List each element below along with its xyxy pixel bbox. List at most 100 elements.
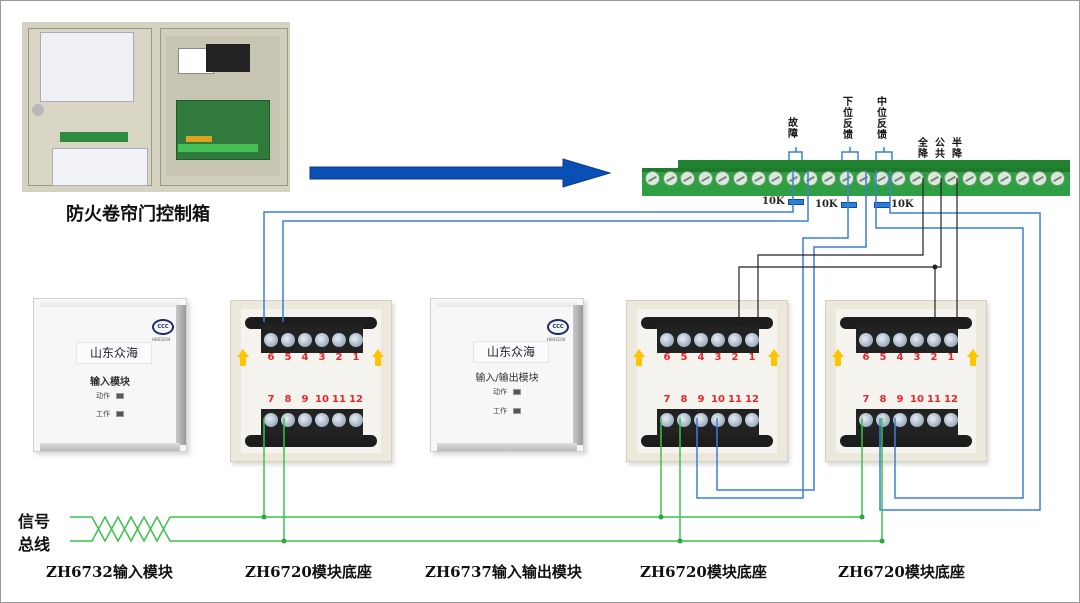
terminal-screw-icon — [660, 333, 674, 347]
bottom-terminal-block — [657, 409, 759, 437]
bevel — [437, 299, 577, 307]
pcb-relays — [186, 136, 212, 142]
label-char: 共 — [935, 149, 945, 160]
terminal-screw-icon — [750, 171, 766, 186]
black-wires — [738, 178, 958, 322]
terminal-number: 10 — [315, 394, 329, 405]
bus-label-line1: 信号 — [18, 512, 51, 531]
terminal-number: 12 — [349, 394, 363, 405]
terminal-screw-icon — [927, 413, 941, 427]
label-char: 反 — [843, 119, 853, 130]
bottom-terminal-block — [856, 409, 958, 437]
terminal-screw-icon — [332, 333, 346, 347]
terminal-screw-icon — [660, 413, 674, 427]
terminal-number: 4 — [896, 352, 904, 363]
resistor-label-middle: 10K — [891, 199, 914, 210]
terminal-number: 3 — [913, 352, 921, 363]
terminal-screw-icon — [677, 333, 691, 347]
brand-plate: 山东众海 — [473, 341, 549, 363]
control-box-caption: 防火卷帘门控制箱 — [66, 204, 210, 225]
label-middle-feedback: 中 位 反 馈 — [876, 97, 888, 141]
led-action-icon — [513, 389, 521, 395]
ccc-code: H003104 — [547, 337, 566, 342]
top-terminal-block — [261, 325, 363, 353]
led-action-icon — [116, 393, 124, 399]
base-bar-bottom — [840, 435, 972, 447]
label-char: 位 — [877, 108, 887, 119]
junction-dot — [859, 514, 865, 520]
terminal-number: 8 — [284, 394, 292, 405]
terminal-number: 8 — [879, 394, 887, 405]
terminal-number: 2 — [731, 352, 739, 363]
label-char: 降 — [952, 149, 962, 160]
bus-line-b — [70, 515, 882, 543]
terminal-number: 2 — [335, 352, 343, 363]
led-work-label: 工作 — [96, 410, 110, 418]
led-action-row: 动作 — [431, 387, 583, 397]
label-char: 馈 — [877, 130, 887, 141]
terminal-number: 7 — [663, 394, 671, 405]
bracket-fault — [788, 151, 803, 160]
label-char: 下 — [843, 97, 853, 108]
terminal-number: 1 — [352, 352, 360, 363]
terminal-screw-icon — [332, 413, 346, 427]
terminal-number: 6 — [663, 352, 671, 363]
arrow-stem — [771, 357, 777, 366]
terminal-screw-icon — [893, 333, 907, 347]
terminal-screw-icon — [728, 413, 742, 427]
bus-junctions — [261, 514, 885, 544]
contactor — [206, 44, 250, 72]
terminal-screw-icon — [893, 413, 907, 427]
ccc-mark-icon: CCC — [547, 319, 569, 335]
top-terminal-block — [856, 325, 958, 353]
arrow-head — [237, 349, 249, 357]
brand-plate: 山东众海 — [76, 342, 152, 364]
terminal-number: 11 — [927, 394, 941, 405]
label-char: 馈 — [843, 130, 853, 141]
bevel — [40, 299, 180, 307]
terminal-screw-icon — [891, 171, 907, 186]
terminal-screw-icon — [859, 333, 873, 347]
junction-dot — [932, 264, 938, 270]
label-char: 全 — [918, 138, 928, 149]
door-lock-icon — [32, 104, 44, 116]
caption-base-2: ZH6720模块底座 — [640, 563, 767, 581]
led-work-row: 工作 — [431, 406, 583, 416]
terminal-screw-icon — [745, 333, 759, 347]
door-display-board — [60, 132, 128, 142]
terminal-screw-icon — [680, 171, 696, 186]
terminal-number: 11 — [332, 394, 346, 405]
caption-input-module: ZH6732输入模块 — [46, 563, 173, 581]
terminal-number: 12 — [745, 394, 759, 405]
top-terminal-block — [657, 325, 759, 353]
terminal-screw-icon — [298, 413, 312, 427]
terminal-screw-icon — [733, 171, 748, 186]
door-wiring-sheet — [40, 32, 134, 102]
label-char: 公 — [935, 138, 945, 149]
label-half-down: 半 降 — [951, 138, 963, 160]
terminal-number: 1 — [748, 352, 756, 363]
terminal-number: 3 — [318, 352, 326, 363]
bracket-middle — [875, 151, 893, 160]
label-char: 障 — [788, 129, 798, 140]
arrow-stem — [240, 357, 246, 366]
terminal-screw-icon — [821, 171, 836, 186]
led-work-icon — [513, 408, 521, 414]
terminal-screw-icon — [997, 171, 1012, 186]
terminal-screw-icon — [1014, 171, 1030, 186]
pcb-terminal-block — [178, 144, 258, 152]
terminal-number: 2 — [930, 352, 938, 363]
terminal-screw-icon — [349, 333, 363, 347]
terminal-number: 7 — [862, 394, 870, 405]
wire-fault-a — [263, 170, 794, 322]
led-action-row: 动作 — [34, 391, 186, 401]
wire-lower-b — [716, 170, 867, 491]
terminal-number: 4 — [301, 352, 309, 363]
led-action-label: 动作 — [96, 392, 110, 400]
terminal-screw-icon — [697, 171, 713, 186]
terminal-number: 9 — [697, 394, 705, 405]
terminal-screw-icon — [662, 171, 678, 186]
terminal-screw-icon — [745, 413, 759, 427]
terminal-screw-icon — [315, 333, 329, 347]
